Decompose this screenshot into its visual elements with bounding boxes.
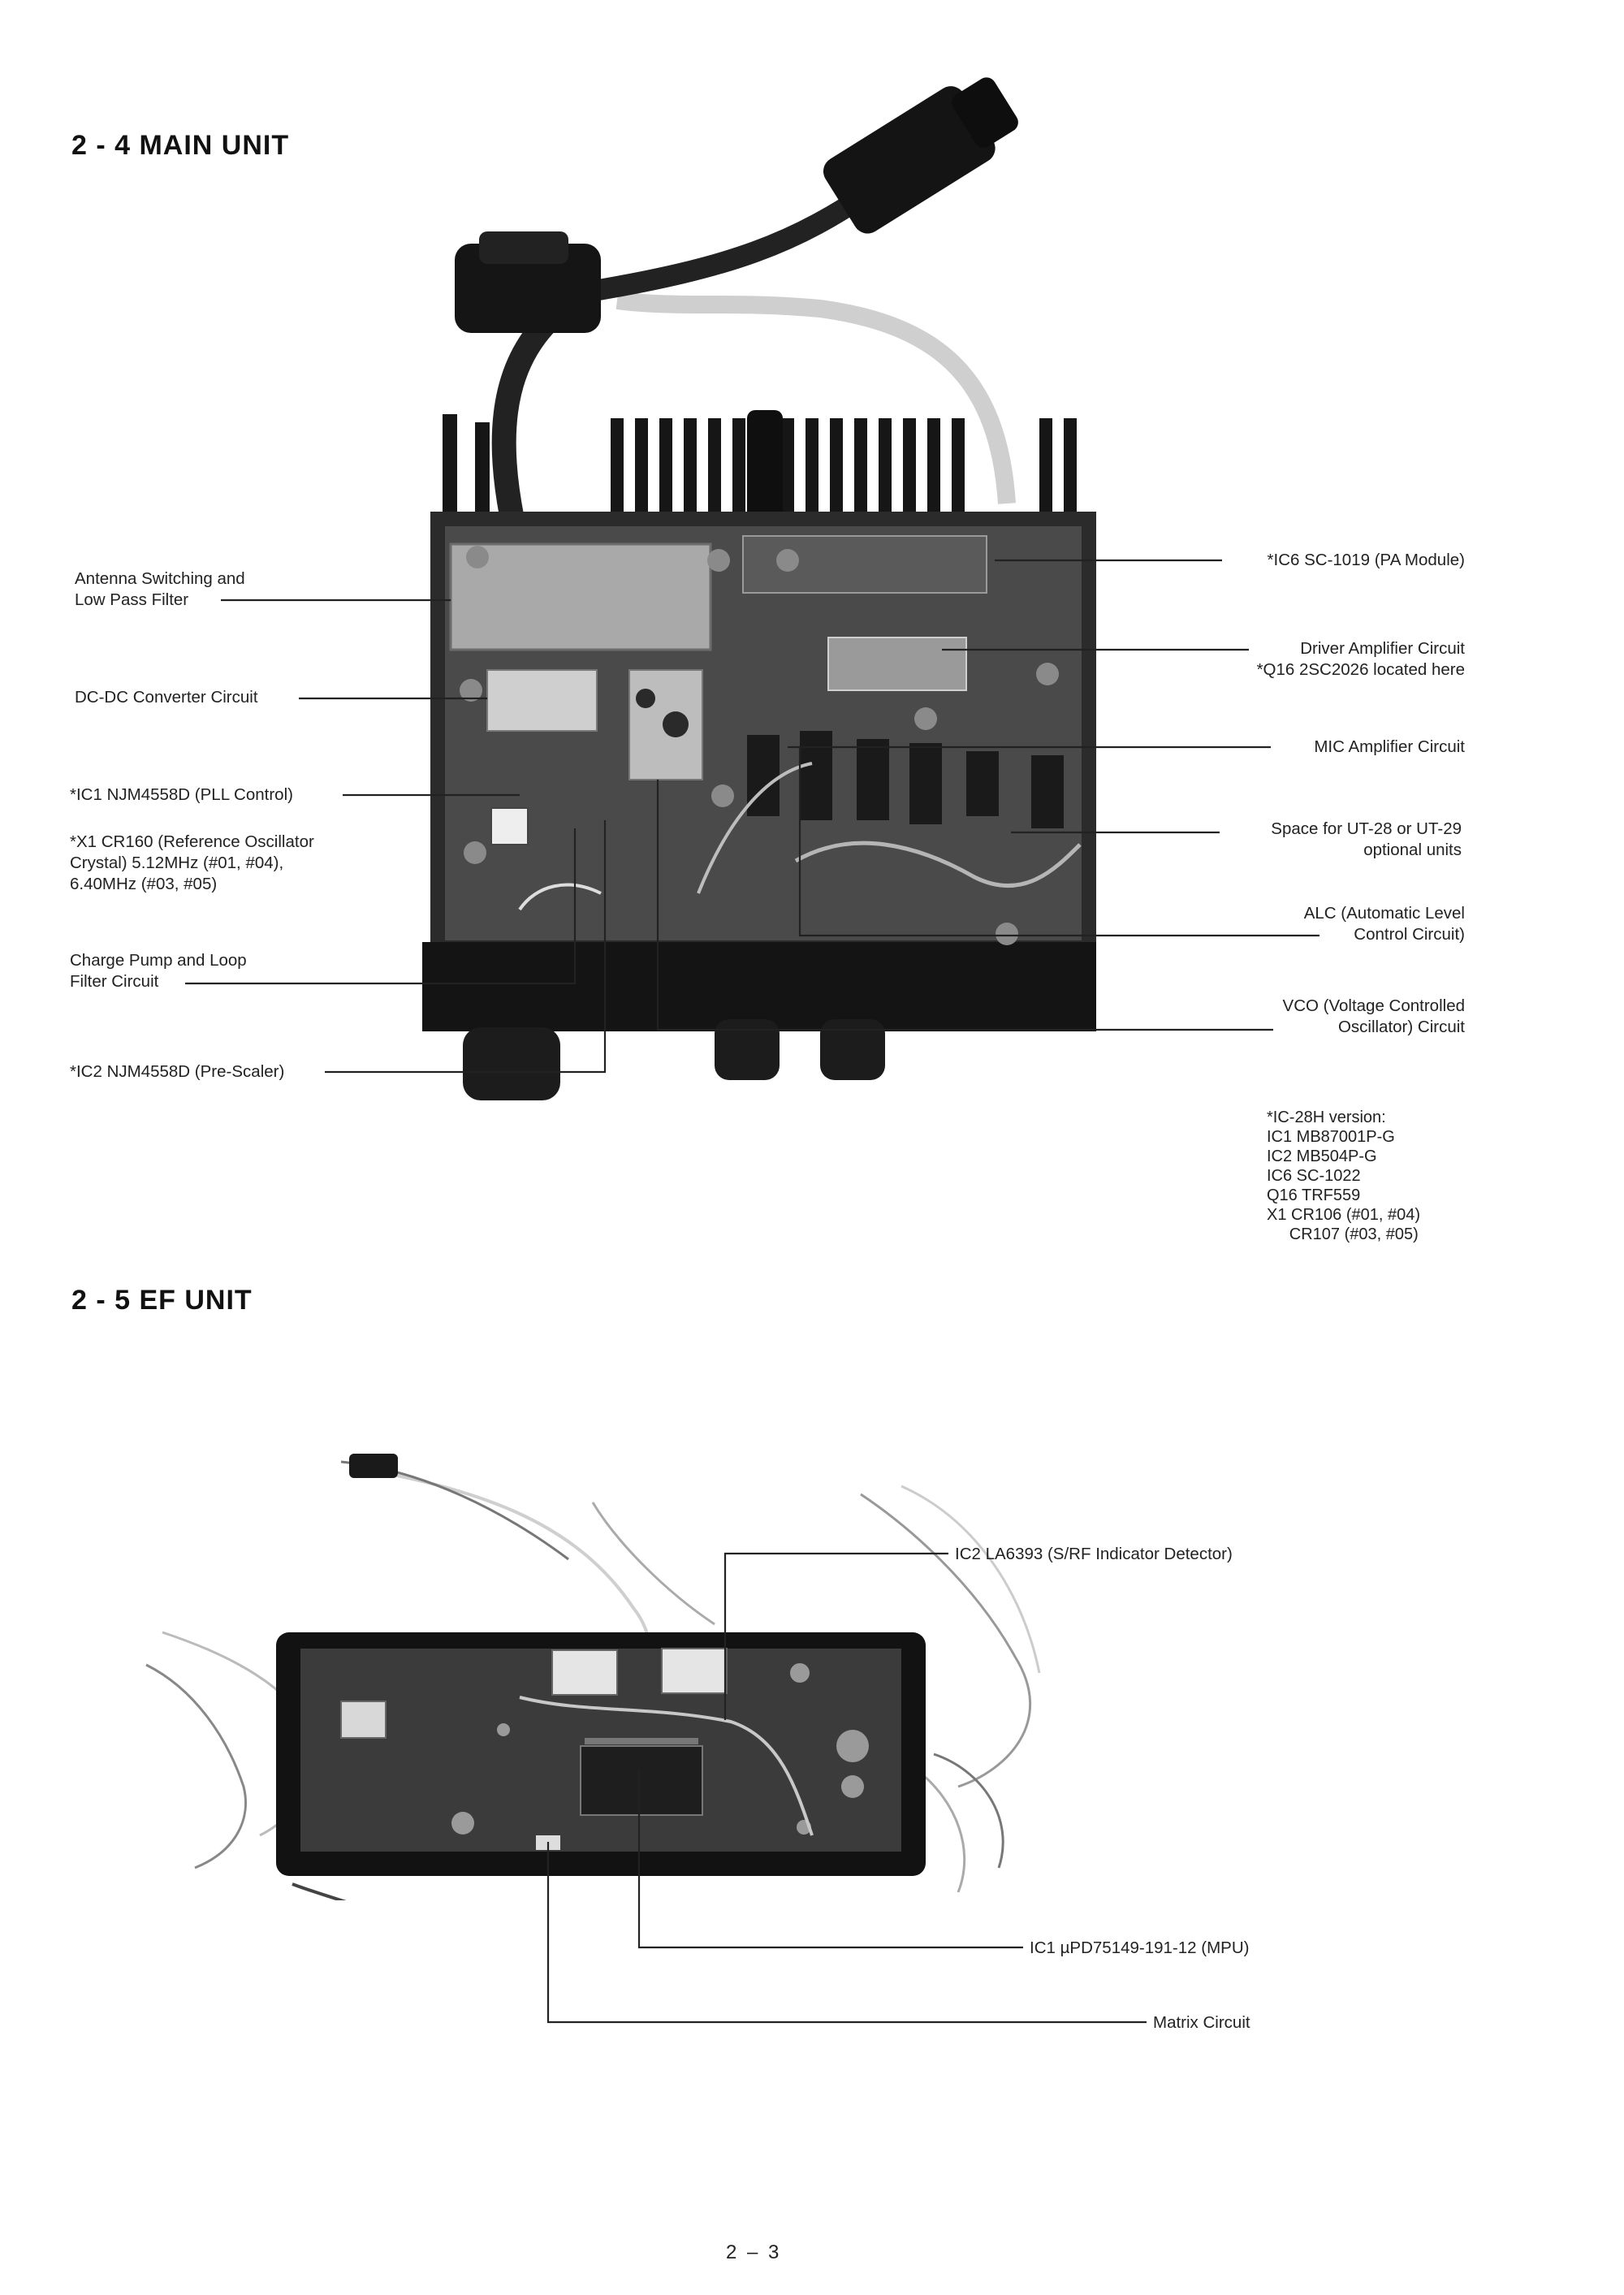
version-note-line: IC2 MB504P-G — [1267, 1148, 1377, 1165]
version-note-title: *IC-28H version: — [1267, 1109, 1386, 1126]
label-ic2-prescaler: *IC2 NJM4558D (Pre-Scaler) — [70, 1062, 285, 1081]
connector-plug-left — [455, 231, 601, 333]
antenna-filter-shield — [449, 542, 712, 651]
label-ic6-pa-module: *IC6 SC-1019 (PA Module) — [1267, 551, 1465, 569]
ef-mpu-chip — [580, 1745, 703, 1816]
leader-ic2 — [325, 820, 607, 1074]
ef-unit-photo — [145, 1454, 1041, 1900]
dcdc-shield — [486, 669, 598, 732]
label-ic2-indicator: IC2 LA6393 (S/RF Indicator Detector) — [955, 1545, 1233, 1563]
label-x1-crystal: *X1 CR160 (Reference Oscillator Crystal)… — [70, 832, 314, 893]
leader-ic2-indicator — [723, 1552, 948, 1720]
front-panel — [422, 942, 1096, 1031]
label-charge-pump: Charge Pump and Loop Filter Circuit — [70, 951, 247, 991]
front-knobs — [463, 1019, 885, 1100]
label-mic-amplifier: MIC Amplifier Circuit — [1314, 737, 1465, 756]
leader-matrix — [546, 1842, 1147, 2024]
label-alc: ALC (Automatic Level Control Circuit) — [1303, 904, 1465, 944]
label-ic1-mpu: IC1 µPD75149-191-12 (MPU) — [1030, 1938, 1250, 1957]
leader-vco — [656, 780, 1273, 1031]
connector-plug-right — [823, 77, 1018, 234]
version-notes: *IC-28H version: IC1 MB87001P-G IC2 MB50… — [1267, 1108, 1420, 1244]
leader-charge-pump — [185, 828, 577, 985]
label-driver-amplifier: Driver Amplifier Circuit *Q16 2SC2026 lo… — [1256, 639, 1465, 679]
driver-amp-shield — [827, 637, 967, 691]
label-dcdc-converter: DC-DC Converter Circuit — [75, 688, 258, 707]
ef-connector — [349, 1454, 398, 1478]
main-cable-grey — [615, 292, 1016, 504]
label-ic1-pll: *IC1 NJM4558D (PLL Control) — [70, 785, 293, 804]
label-vco: VCO (Voltage Controlled Oscillator) Circ… — [1282, 996, 1465, 1036]
version-note-line: IC6 SC-1022 — [1267, 1167, 1361, 1185]
leader-alc — [798, 747, 1320, 937]
main-unit-photo — [422, 77, 1096, 1100]
version-note-line: Q16 TRF559 — [1267, 1186, 1361, 1204]
page-number: 2 – 3 — [726, 2241, 782, 2263]
ef-unit-heading: 2 - 5 EF UNIT — [71, 1285, 253, 1316]
main-ics — [747, 731, 1064, 828]
label-space-ut: Space for UT-28 or UT-29 optional units — [1271, 819, 1462, 859]
label-antenna-switching: Antenna Switching and Low Pass Filter — [75, 569, 245, 609]
version-note-line: CR107 (#03, #05) — [1267, 1225, 1419, 1243]
main-unit-heading: 2 - 4 MAIN UNIT — [71, 130, 290, 161]
label-matrix: Matrix Circuit — [1153, 2013, 1250, 2032]
version-note-line: IC1 MB87001P-G — [1267, 1128, 1395, 1146]
leader-ic1-mpu — [637, 1769, 1023, 1949]
version-note-line: X1 CR106 (#01, #04) — [1267, 1206, 1421, 1224]
